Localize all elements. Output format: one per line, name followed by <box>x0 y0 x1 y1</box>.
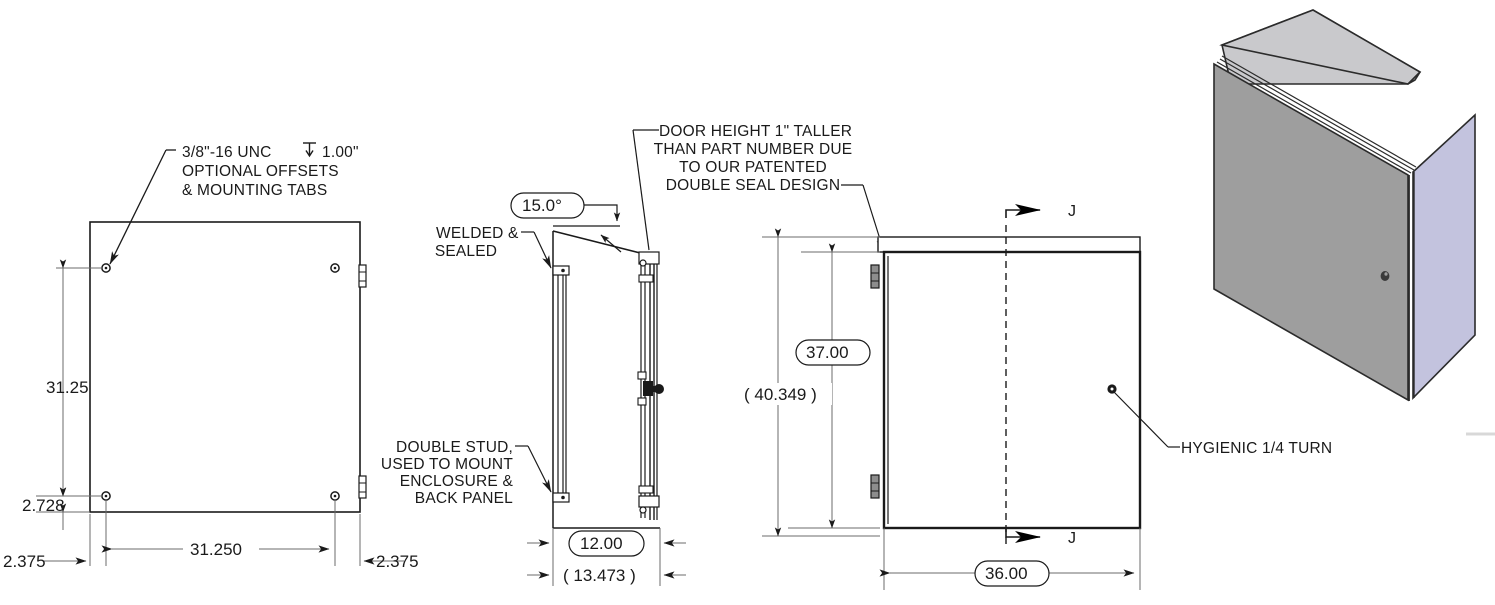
iso-top-panel <box>1219 9 1422 85</box>
dim-front-height: 37.00 <box>788 243 880 529</box>
note-welded-line2: SEALED <box>435 243 497 260</box>
tab-note-line1-depth: 1.00" <box>322 144 359 161</box>
section-marker-bottom: J <box>1005 528 1076 547</box>
side-roof-slope <box>552 230 653 257</box>
iso-latch-icon <box>1380 271 1390 281</box>
dim-rear-right-margin: 2.375 <box>359 514 419 571</box>
hygienic-quarter-turn-latch <box>1107 384 1117 394</box>
tab-note-line1: 3/8"-16 UNC <box>182 144 272 161</box>
iso-seal-line-2 <box>1219 58 1415 171</box>
rear-tab-note: 3/8"-16 UNC 1.00" OPTIONAL OFFSETS & MOU… <box>182 142 359 199</box>
mounting-stud-top-right <box>330 263 340 273</box>
section-marker-top: J <box>1005 203 1076 220</box>
latch-note-leader <box>1113 391 1180 448</box>
isometric-view <box>1213 9 1476 402</box>
dim-rear-bottom-offset-value: 2.728 <box>22 496 65 515</box>
note-door-line4: DOUBLE SEAL DESIGN <box>666 177 840 194</box>
side-back-panel-column <box>552 265 570 503</box>
note-door-line3: TO OUR PATENTED <box>679 159 827 176</box>
dim-rear-height-value: 31.25 <box>46 378 89 397</box>
dim-rear-width: 31.250 <box>101 500 336 566</box>
dim-front-height-value: 37.00 <box>806 343 849 362</box>
note-stud-line4: BACK PANEL <box>415 490 513 507</box>
width-callout-bubble <box>974 560 1050 587</box>
iso-front-face <box>1213 62 1409 402</box>
tab-note-leader <box>109 149 176 265</box>
front-hinge-upper <box>870 264 880 289</box>
note-hygienic-latch: HYGIENIC 1/4 TURN <box>1181 440 1332 457</box>
note-double-stud: DOUBLE STUD, USED TO MOUNT ENCLOSURE & B… <box>381 439 552 507</box>
note-stud-line2: USED TO MOUNT <box>381 456 513 473</box>
dim-side-depth: 12.00 <box>527 528 686 586</box>
rear-panel-outline <box>89 221 361 513</box>
dim-rear-right-margin-value: 2.375 <box>376 552 419 571</box>
front-roof-strip <box>877 236 1141 253</box>
iso-seal-line-1 <box>1216 61 1412 174</box>
dim-rear-height: 31.25 <box>36 259 103 497</box>
front-view: J J HYGIENIC 1/4 TURN 37.00 <box>740 203 1332 590</box>
note-door-height: DOOR HEIGHT 1" TALLER THAN PART NUMBER D… <box>632 123 885 253</box>
note-stud-line3: ENCLOSURE & <box>400 473 514 490</box>
mounting-stud-top-left <box>101 263 111 273</box>
mounting-stud-bottom-right <box>330 491 340 501</box>
dim-side-depth-ref: ( 13.473 ) <box>527 566 686 585</box>
rear-hinge-lower <box>358 475 367 499</box>
dim-front-height-ref: ( 40.349 ) <box>740 228 880 537</box>
dim-front-height-ref-value: ( 40.349 ) <box>744 385 817 404</box>
note-door-line1: DOOR HEIGHT 1" TALLER <box>659 123 852 140</box>
section-letter-top: J <box>1068 203 1076 220</box>
mounting-stud-bottom-left <box>101 491 111 501</box>
note-door-line2: THAN PART NUMBER DUE <box>654 141 853 158</box>
dim-front-width-value: 36.00 <box>985 564 1028 583</box>
tab-note-line3: & MOUNTING TABS <box>182 182 327 199</box>
angle-callout-value: 15.0° <box>522 196 562 215</box>
dim-rear-bottom-offset: 2.728 <box>22 478 90 530</box>
dim-rear-left-margin: 2.375 <box>3 514 91 571</box>
side-door-column <box>637 251 664 520</box>
rear-hinge-upper <box>358 264 367 288</box>
angle-callout-15deg: 15.0° <box>510 192 622 253</box>
depth-callout-bubble <box>568 530 645 557</box>
dim-rear-width-value: 31.250 <box>190 540 242 559</box>
section-letter-bottom: J <box>1068 530 1076 547</box>
iso-side-face <box>1412 113 1476 400</box>
front-hinge-lower <box>870 474 880 499</box>
depth-symbol-icon <box>303 142 316 158</box>
note-welded-line1: WELDED & <box>436 225 519 242</box>
front-body-outline <box>882 250 1142 530</box>
rear-view: 3/8"-16 UNC 1.00" OPTIONAL OFFSETS & MOU… <box>3 142 419 571</box>
dim-front-width: 36.00 <box>879 528 1141 590</box>
iso-seal-line-3 <box>1221 55 1417 168</box>
side-section-view: 15.0° WELDED & SEALED DOUBLE STUD, USED … <box>381 123 885 586</box>
dim-side-depth-value: 12.00 <box>580 534 623 553</box>
note-stud-line1: DOUBLE STUD, <box>396 439 513 456</box>
dim-rear-left-margin-value: 2.375 <box>3 552 46 571</box>
tab-note-line2: OPTIONAL OFFSETS <box>182 163 339 180</box>
dim-side-depth-ref-value: ( 13.473 ) <box>563 566 636 585</box>
note-welded-sealed: WELDED & SEALED <box>435 225 552 269</box>
side-latch-mechanism <box>637 371 664 406</box>
height-callout-bubble <box>795 339 871 366</box>
